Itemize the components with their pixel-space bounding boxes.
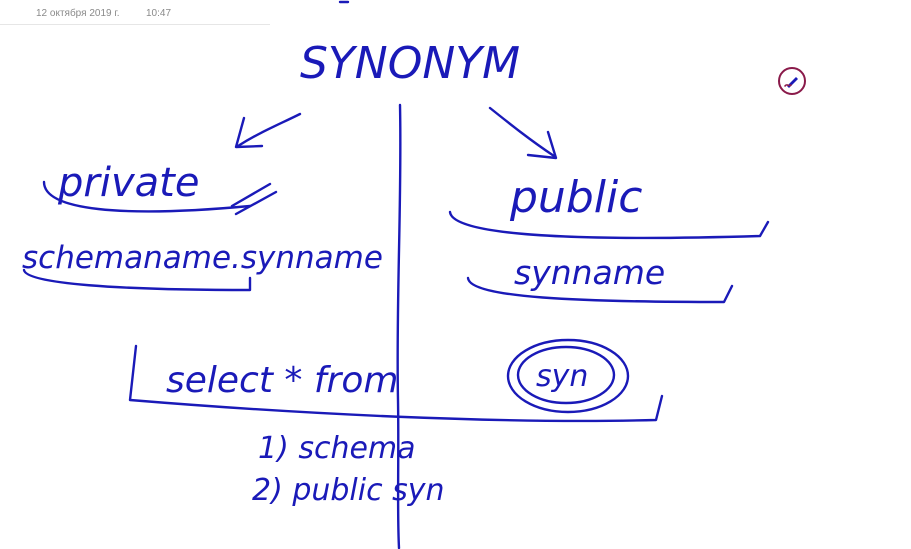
select-query-text: select * from (166, 360, 398, 401)
left-arrow (236, 112, 302, 148)
schemaname-underline (22, 268, 252, 292)
syn-circle-inner (516, 345, 616, 405)
private-heading: private (57, 160, 199, 206)
query-bracket (128, 344, 664, 423)
pen-tool-button[interactable] (777, 66, 807, 96)
vertical-divider (396, 103, 402, 549)
lookup-step-public-syn: 2) public syn (252, 473, 445, 508)
synname-text: synname (514, 253, 665, 292)
note-date: 12 октября 2019 г. (36, 8, 120, 19)
private-underline (42, 180, 252, 213)
synonym-title: SYNONYM (300, 38, 520, 89)
syn-circled-text: syn (536, 359, 588, 394)
public-heading: public (509, 172, 642, 223)
public-underline (448, 210, 770, 240)
lookup-step-schema: 1) schema (258, 431, 416, 466)
synname-underline (466, 276, 734, 304)
private-underline-strike-1 (230, 182, 272, 208)
right-arrow (488, 106, 556, 158)
syn-circle-outer (506, 338, 630, 414)
right-arrowhead (526, 130, 558, 160)
note-time: 10:47 (146, 8, 172, 19)
pen-icon (778, 67, 806, 95)
private-underline-strike-2 (234, 190, 278, 216)
note-metadata-bar: 12 октября 2019 г. 10:47 (0, 0, 270, 25)
left-arrowhead (234, 116, 264, 149)
schemaname-synname-text: schemaname.synname (22, 240, 383, 276)
